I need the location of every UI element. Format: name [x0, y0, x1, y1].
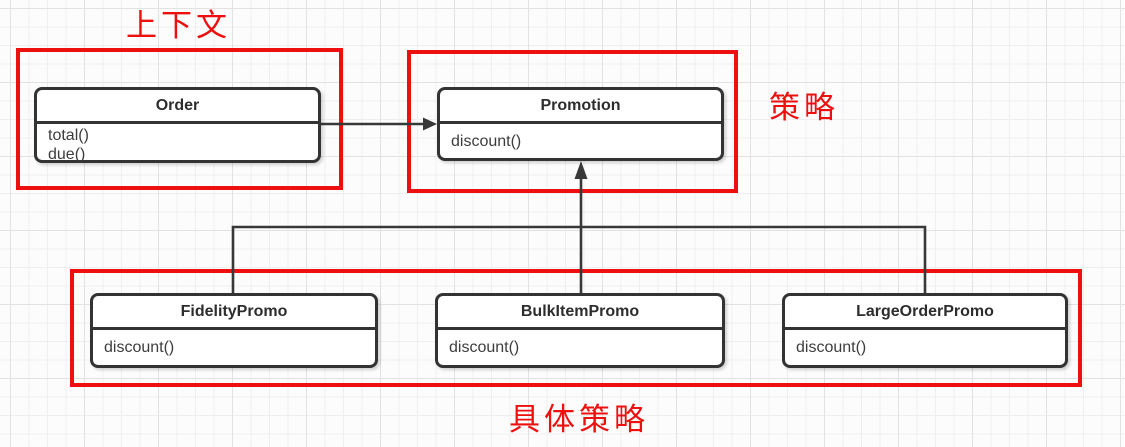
class-title: LargeOrderPromo — [785, 296, 1065, 330]
arrowhead-right-icon — [423, 117, 437, 131]
strategy-label: 策略 — [769, 90, 839, 126]
class-title: Order — [37, 90, 318, 124]
class-methods: discount() — [440, 124, 721, 158]
concrete-strategies-highlight-box — [70, 269, 1082, 387]
strategy-highlight-box — [407, 50, 738, 193]
class-box-bulk-item-promo: BulkItemPromo discount() — [435, 293, 725, 368]
method-item: discount() — [451, 132, 522, 150]
class-methods: total() due() — [37, 124, 318, 164]
class-box-fidelity-promo: FidelityPromo discount() — [90, 293, 378, 368]
class-methods: discount() — [93, 330, 375, 365]
generalization-connector — [231, 161, 927, 294]
class-methods: discount() — [785, 330, 1065, 365]
method-item: discount() — [104, 339, 175, 356]
class-title: BulkItemPromo — [438, 296, 722, 330]
concrete-strategies-label: 具体策略 — [509, 402, 649, 438]
class-box-large-order-promo: LargeOrderPromo discount() — [782, 293, 1068, 368]
context-label: 上下文 — [126, 8, 231, 44]
class-title: FidelityPromo — [93, 296, 375, 330]
method-item: due() — [48, 146, 86, 163]
class-box-order: Order total() due() — [34, 87, 321, 163]
context-highlight-box — [16, 48, 343, 190]
class-title: Promotion — [440, 90, 721, 124]
class-methods: discount() — [438, 330, 722, 365]
arrowhead-up-icon — [574, 161, 588, 179]
method-item: total() — [48, 127, 89, 144]
method-item: discount() — [796, 339, 867, 356]
association-arrow-order-promotion — [321, 117, 437, 131]
method-item: discount() — [449, 339, 520, 356]
class-box-promotion: Promotion discount() — [437, 87, 724, 161]
